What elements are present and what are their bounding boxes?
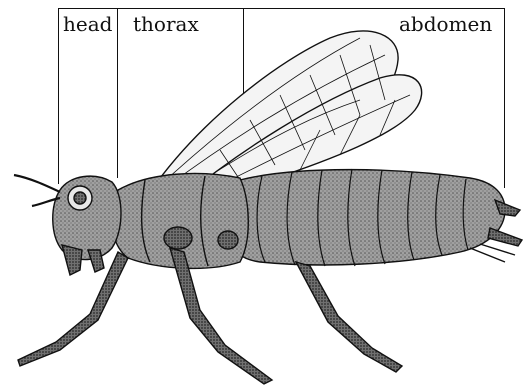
antenna: [14, 175, 60, 206]
hind-leg: [296, 262, 402, 372]
head: [14, 175, 121, 275]
thorax-spiracle: [164, 227, 192, 249]
abdomen: [222, 169, 522, 266]
middle-leg: [170, 248, 272, 384]
